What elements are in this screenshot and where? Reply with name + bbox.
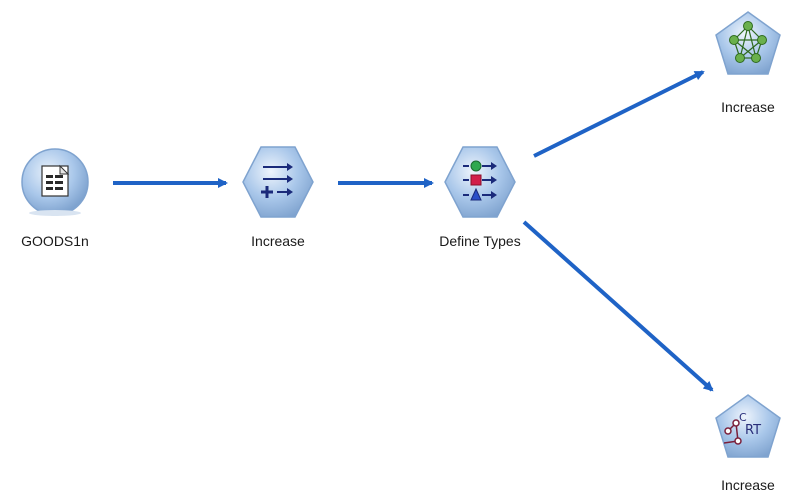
neural-model-node[interactable] <box>714 10 782 78</box>
cart-model-icon: C RT <box>715 394 781 458</box>
cart-model-node-label: Increase <box>721 477 775 493</box>
derive-node-icon <box>242 146 314 218</box>
cart-model-node[interactable]: C RT <box>714 393 782 461</box>
type-node-icon <box>444 146 516 218</box>
derive-node[interactable] <box>241 145 315 219</box>
variable-file-source-icon <box>21 148 89 216</box>
cart-icon-rt: RT <box>745 423 761 438</box>
cart-icon-c: C <box>739 411 747 424</box>
source-node[interactable] <box>20 147 90 217</box>
source-node-label: GOODS1n <box>21 233 89 249</box>
neural-model-node-label: Increase <box>721 99 775 115</box>
type-node[interactable] <box>443 145 517 219</box>
derive-node-label: Increase <box>251 233 305 249</box>
connection-type-to-cart[interactable] <box>522 220 714 392</box>
type-node-label: Define Types <box>439 233 521 249</box>
connection-type-to-neural[interactable] <box>533 70 705 158</box>
neural-net-model-icon <box>715 11 781 75</box>
